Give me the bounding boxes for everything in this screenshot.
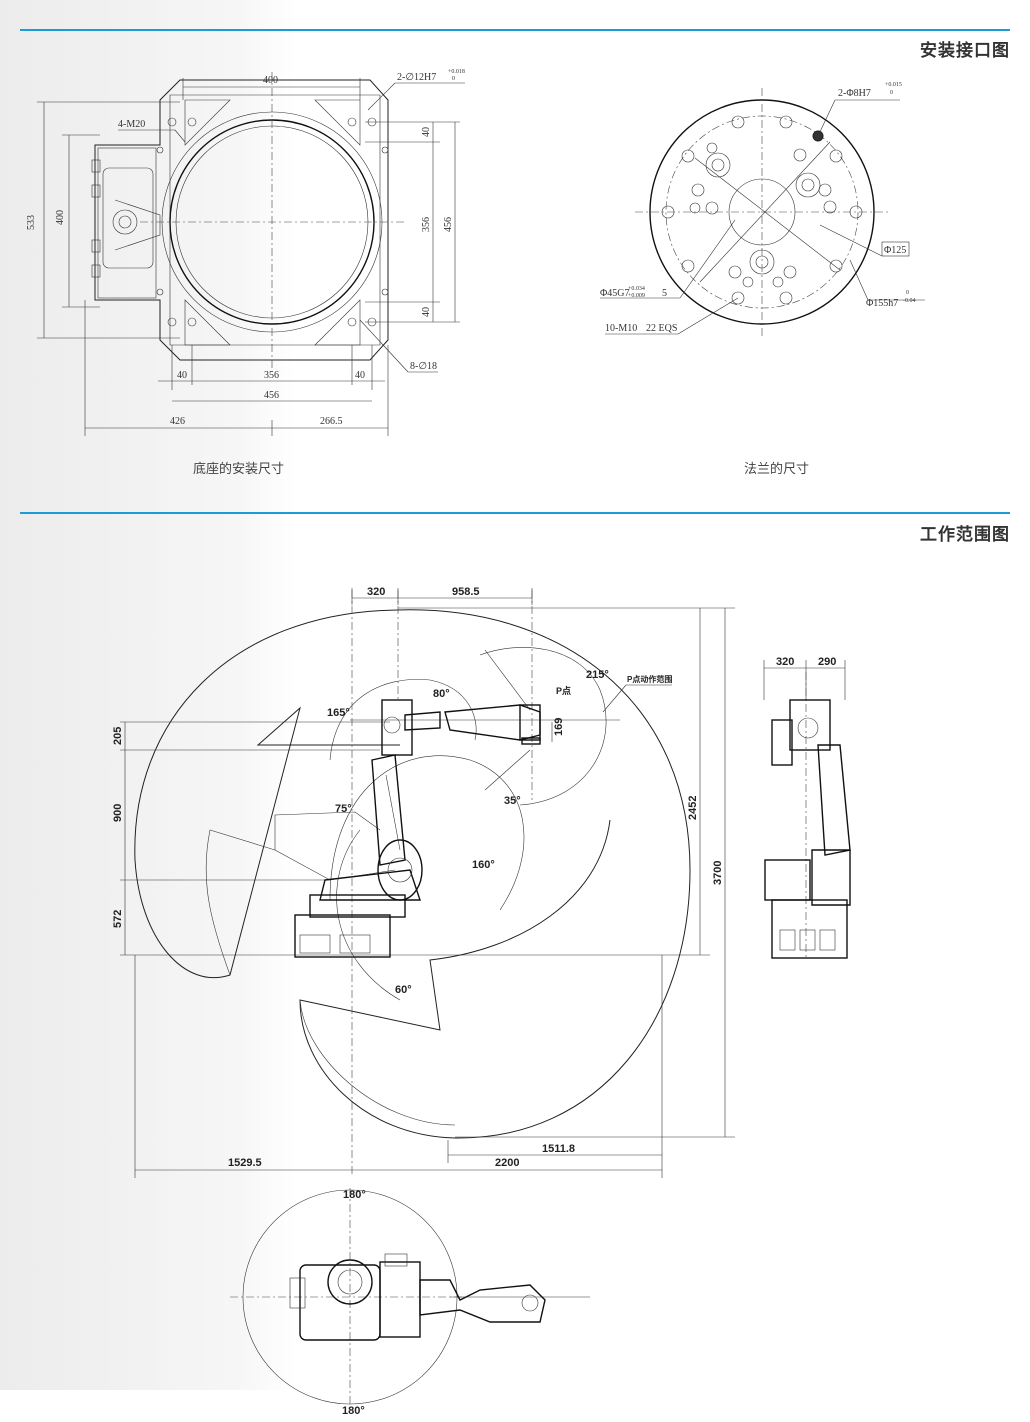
- angle-215: 215°: [586, 669, 609, 681]
- dim-2200: 2200: [495, 1157, 519, 1169]
- base-mounting-drawing: 400 2-∅12H7 +0.018 0 4-M20 533 400 40 35…: [26, 69, 465, 436]
- section-divider-1: [20, 29, 1010, 31]
- label-p-point: P点: [556, 685, 571, 696]
- angle-top-up: 180°: [343, 1189, 366, 1201]
- dim-2452: 2452: [687, 796, 699, 820]
- dim-205: 205: [112, 727, 124, 745]
- dim-side-290: 290: [818, 656, 836, 668]
- dim-b40-right: 40: [355, 370, 365, 381]
- angle-165: 165°: [327, 707, 350, 719]
- dim-b266: 266.5: [320, 416, 343, 427]
- flange-od-tol-hi: 0: [906, 290, 909, 296]
- gray-side-band: [0, 0, 295, 1390]
- flange-caption: 法兰的尺寸: [744, 461, 810, 476]
- base-m20-note: 4-M20: [118, 119, 145, 130]
- dim-1511: 1511.8: [542, 1143, 575, 1155]
- flange-pin-note: 2-Φ8H7: [838, 88, 871, 99]
- flange-od-tol-lo: -0.04: [903, 298, 916, 304]
- flange-thread-note: 10-M10: [605, 323, 637, 334]
- dim-400-top: 400: [263, 75, 278, 86]
- base-caption: 底座的安装尺寸: [193, 461, 285, 476]
- angle-160: 160°: [472, 859, 495, 871]
- flange-d125: Φ125: [884, 245, 906, 256]
- dim-top-320: 320: [367, 586, 385, 598]
- dim-40-bottom: 40: [421, 307, 432, 317]
- section-title-installation: 安装接口图: [920, 41, 1010, 60]
- dim-456-right: 456: [443, 217, 454, 232]
- dim-40-top: 40: [421, 127, 432, 137]
- flange-bore-note: Φ45G7: [600, 288, 630, 299]
- dim-side-320: 320: [776, 656, 794, 668]
- section-title-work-range: 工作范围图: [920, 525, 1010, 544]
- dim-533: 533: [26, 215, 37, 230]
- base-pin-tol-lo: 0: [452, 76, 455, 82]
- flange-od-note: Φ155h7: [866, 298, 898, 309]
- dim-900: 900: [112, 804, 124, 822]
- dim-169: 169: [553, 718, 565, 736]
- section-divider-2: [20, 512, 1010, 514]
- dim-b356: 356: [264, 370, 279, 381]
- flange-pin-tol-lo: 0: [890, 90, 893, 96]
- dim-top-958: 958.5: [452, 586, 480, 598]
- label-p-range: P点动作范围: [627, 674, 672, 684]
- dim-b426: 426: [170, 416, 185, 427]
- dim-b40-left: 40: [177, 370, 187, 381]
- dim-356-right: 356: [421, 217, 432, 232]
- dim-400-left: 400: [55, 210, 66, 225]
- flange-drawing: 2-Φ8H7 +0.015 0 Φ125 Φ45G7 +0.034 +0.009…: [600, 82, 925, 338]
- flange-pin-tol-hi: +0.015: [885, 82, 902, 88]
- base-pin-note: 2-∅12H7: [397, 72, 436, 83]
- flange-thread-depth: 22 EQS: [646, 323, 677, 334]
- dim-572: 572: [112, 910, 124, 928]
- angle-35: 35°: [504, 795, 521, 807]
- flange-bore-tol-lo: +0.009: [628, 293, 645, 299]
- dim-1529: 1529.5: [228, 1157, 262, 1169]
- flange-bore-tol-hi: +0.034: [628, 286, 645, 292]
- dim-b456: 456: [264, 390, 279, 401]
- angle-80: 80°: [433, 688, 450, 700]
- angle-top-down: 180°: [342, 1405, 365, 1417]
- base-pin-tol-hi: +0.018: [448, 69, 465, 75]
- angle-60: 60°: [395, 984, 412, 996]
- dim-3700: 3700: [712, 861, 724, 885]
- base-hole-note: 8-∅18: [410, 361, 437, 372]
- flange-bore-depth: 5: [662, 288, 667, 299]
- angle-75: 75°: [335, 803, 352, 815]
